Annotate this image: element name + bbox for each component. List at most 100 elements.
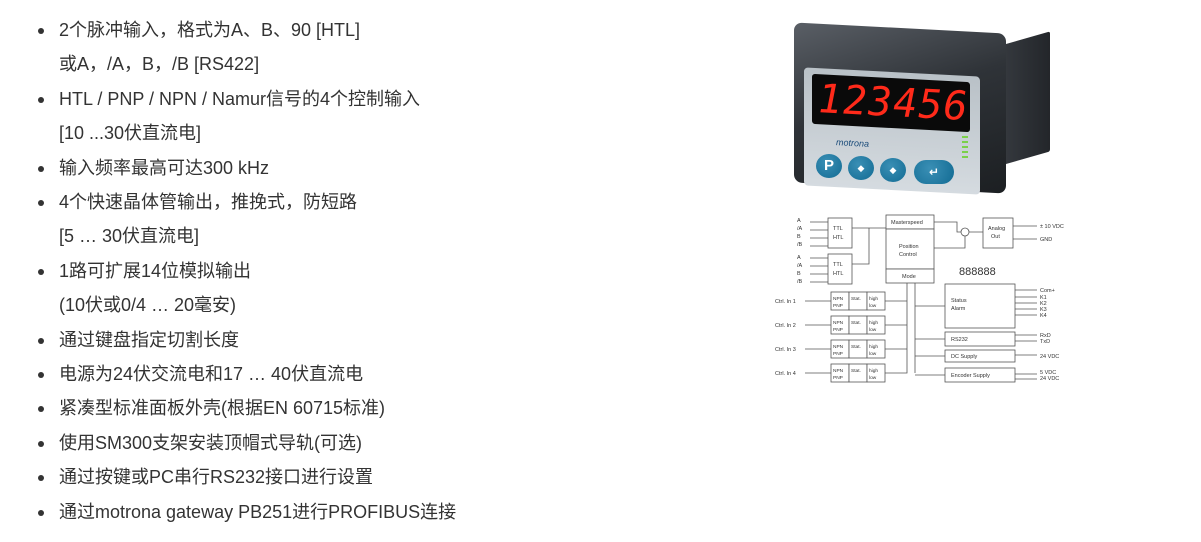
device-status-leds bbox=[962, 136, 970, 161]
list-item: 使用SM300支架安装顶帽式导轨(可选) bbox=[36, 426, 676, 460]
diagram-pnp-3: PNP bbox=[833, 351, 843, 357]
diagram-high-2: high bbox=[869, 320, 878, 326]
diagram-encoder-supply: Encoder Supply bbox=[951, 373, 990, 379]
diagram-alarm: Alarm bbox=[951, 306, 966, 312]
diagram-pin-24vdc: 24 VDC bbox=[1040, 354, 1059, 360]
device-display-value: 123456 bbox=[818, 76, 969, 131]
diagram-pnp-2: PNP bbox=[833, 327, 843, 333]
diagram-npn-1: NPN bbox=[833, 296, 844, 302]
device-photo: 123456 motrona P ◆ ◆ ↵ bbox=[790, 20, 1060, 195]
list-item-subtext: 或A，/A，B，/B [RS422] bbox=[59, 54, 260, 75]
diagram-status: Status bbox=[951, 298, 967, 304]
diagram-input-b2: /A bbox=[797, 263, 803, 269]
feature-list: 2个脉冲输入，格式为A、B、90 [HTL] 或A，/A，B，/B [RS422]… bbox=[36, 13, 676, 529]
device-key-up: ◆ bbox=[848, 156, 874, 180]
diagram-ttl-a: TTL bbox=[833, 226, 843, 232]
list-item-text: 1路可扩展14位模拟输出 bbox=[59, 260, 252, 281]
diagram-pin-k1: K1 bbox=[1040, 295, 1047, 301]
device-key-enter: ↵ bbox=[914, 160, 954, 184]
diagram-pin-rxd: RxD bbox=[1040, 333, 1051, 339]
diagram-pin-k4: K4 bbox=[1040, 313, 1047, 319]
diagram-pin-enc-24vdc: 24 VDC bbox=[1040, 376, 1059, 382]
diagram-input-a3: B bbox=[797, 234, 801, 240]
device-key-down: ◆ bbox=[880, 158, 906, 182]
diagram-htl-a: HTL bbox=[833, 235, 843, 241]
diagram-rs232: RS232 bbox=[951, 337, 968, 343]
bullet-icon bbox=[38, 406, 44, 413]
diagram-htl-b: HTL bbox=[833, 271, 843, 277]
bullet-icon bbox=[38, 96, 44, 103]
diagram-dc-supply: DC Supply bbox=[951, 354, 978, 360]
diagram-npn-3: NPN bbox=[833, 344, 844, 350]
diagram-high-4: high bbox=[869, 368, 878, 374]
list-item: 2个脉冲输入，格式为A、B、90 [HTL] 或A，/A，B，/B [RS422] bbox=[36, 13, 676, 82]
diagram-pnp-4: PNP bbox=[833, 375, 843, 381]
list-item-text: 通过按键或PC串行RS232接口进行设置 bbox=[59, 467, 374, 488]
diagram-npn-2: NPN bbox=[833, 320, 844, 326]
bullet-icon bbox=[38, 165, 44, 172]
device-brand-logo: motrona bbox=[836, 137, 870, 149]
list-item-text: 使用SM300支架安装顶帽式导轨(可选) bbox=[59, 432, 363, 453]
list-item: HTL / PNP / NPN / Namur信号的4个控制输入 [10 ...3… bbox=[36, 82, 676, 151]
bullet-icon bbox=[38, 28, 44, 34]
diagram-input-b1: A bbox=[797, 255, 801, 261]
list-item: 电源为24伏交流电和17 … 40伏直流电 bbox=[36, 357, 676, 391]
diagram-masterspeed: Masterspeed bbox=[891, 220, 923, 226]
bullet-icon bbox=[38, 337, 44, 344]
list-item-subtext: [10 ...30伏直流电] bbox=[59, 123, 202, 144]
diagram-out: Out bbox=[991, 234, 1000, 240]
diagram-stat-2: Stat. bbox=[851, 320, 861, 326]
diagram-low-3: low bbox=[869, 351, 877, 357]
diagram-ctrl-in-1: Ctrl. In 1 bbox=[775, 299, 796, 305]
diagram-npn-4: NPN bbox=[833, 368, 844, 374]
list-item: 通过按键或PC串行RS232接口进行设置 bbox=[36, 460, 676, 494]
diagram-low-1: low bbox=[869, 303, 877, 309]
list-item-text: 输入频率最高可达300 kHz bbox=[59, 157, 270, 178]
bullet-icon bbox=[38, 509, 44, 516]
list-item: 紧凑型标准面板外壳(根据EN 60715标准) bbox=[36, 391, 676, 425]
list-item-text: 紧凑型标准面板外壳(根据EN 60715标准) bbox=[59, 398, 386, 419]
diagram-analog: Analog bbox=[988, 226, 1005, 232]
diagram-input-b4: /B bbox=[797, 279, 803, 285]
list-item: 1路可扩展14位模拟输出 (10伏或0/4 … 20毫安) bbox=[36, 254, 676, 323]
diagram-pin-k3: K3 bbox=[1040, 307, 1047, 313]
diagram-high-3: high bbox=[869, 344, 878, 350]
diagram-pnp-1: PNP bbox=[833, 303, 843, 309]
diagram-input-b3: B bbox=[797, 271, 801, 277]
device-display: 123456 bbox=[812, 73, 970, 133]
diagram-pin-k2: K2 bbox=[1040, 301, 1047, 307]
diagram-pin-10vdc: ± 10 VDC bbox=[1040, 224, 1064, 230]
bullet-icon bbox=[38, 440, 44, 447]
list-item-text: 通过motrona gateway PB251进行PROFIBUS连接 bbox=[59, 501, 457, 522]
list-item: 通过motrona gateway PB251进行PROFIBUS连接 bbox=[36, 495, 676, 529]
bullet-icon bbox=[38, 268, 44, 275]
list-item-text: 2个脉冲输入，格式为A、B、90 [HTL] bbox=[59, 20, 361, 40]
diagram-stat-4: Stat. bbox=[851, 368, 861, 374]
diagram-ctrl-in-4: Ctrl. In 4 bbox=[775, 371, 796, 377]
diagram-stat-1: Stat. bbox=[851, 296, 861, 302]
diagram-ttl-b: TTL bbox=[833, 262, 843, 268]
diagram-control: Control bbox=[899, 252, 917, 258]
bullet-icon bbox=[38, 200, 44, 207]
list-item-text: HTL / PNP / NPN / Namur信号的4个控制输入 bbox=[59, 88, 421, 109]
list-item-text: 通过键盘指定切割长度 bbox=[59, 329, 239, 350]
diagram-high-1: high bbox=[869, 296, 878, 302]
diagram-pin-5vdc: 5 VDC bbox=[1040, 370, 1056, 376]
block-diagram: A /A B /B A /A B /B TTL HTL TTL HTL Mast… bbox=[775, 214, 1064, 383]
diagram-pin-com: Com+ bbox=[1040, 288, 1055, 294]
diagram-position: Position bbox=[899, 244, 919, 250]
diagram-input-a1: A bbox=[797, 218, 801, 224]
list-item: 4个快速晶体管输出，推挽式，防短路[5 … 30伏直流电] bbox=[36, 185, 676, 254]
list-item: 输入频率最高可达300 kHz bbox=[36, 151, 676, 185]
diagram-lcd: 888888 bbox=[959, 266, 996, 278]
diagram-pin-txd: TxD bbox=[1040, 339, 1050, 345]
diagram-ctrl-in-2: Ctrl. In 2 bbox=[775, 323, 796, 329]
diagram-pin-gnd: GND bbox=[1040, 237, 1052, 243]
list-item-subtext: (10伏或0/4 … 20毫安) bbox=[59, 295, 237, 316]
diagram-input-a4: /B bbox=[797, 242, 803, 248]
bullet-icon bbox=[38, 372, 44, 379]
device-key-p: P bbox=[816, 154, 842, 178]
list-item-subtext: [5 … 30伏直流电] bbox=[59, 226, 200, 247]
diagram-ctrl-in-3: Ctrl. In 3 bbox=[775, 347, 796, 353]
diagram-low-2: low bbox=[869, 327, 877, 333]
